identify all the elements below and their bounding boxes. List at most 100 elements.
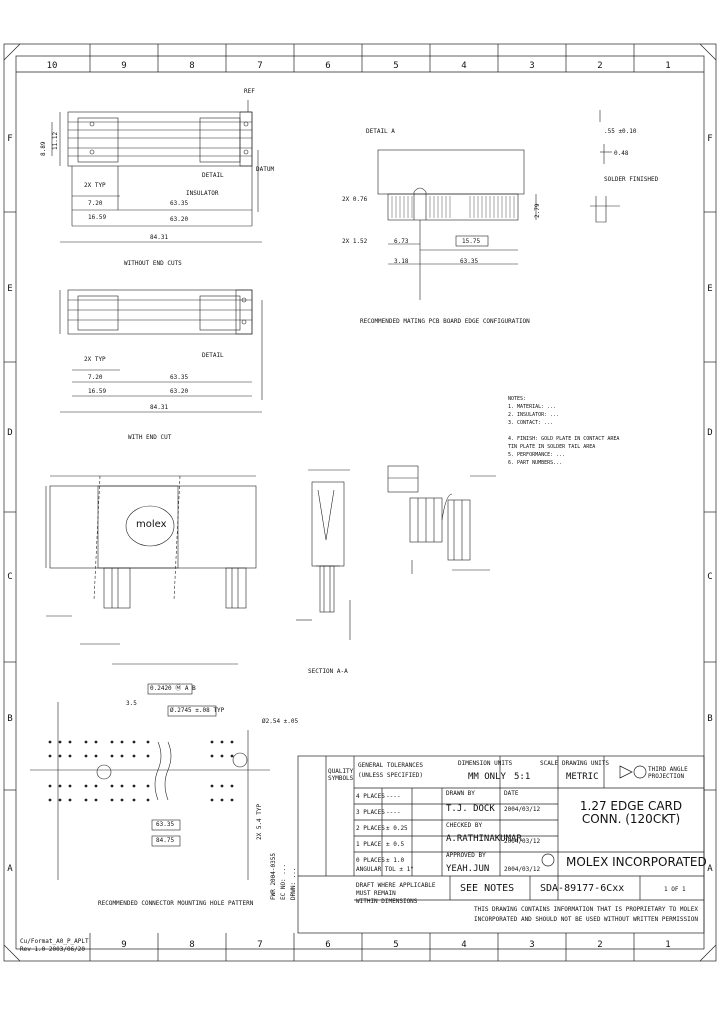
must-remain: MUST REMAIN (356, 890, 396, 897)
drawing-title: 1.27 EDGE CARD CONN. (120CKT) (579, 799, 683, 826)
note-line-5: TIN PLATE IN SOLDER TAIL AREA (508, 444, 596, 450)
zone-label-left-D: D (7, 428, 13, 438)
dimension-units: MM ONLY (468, 772, 506, 782)
zone-label-left-A: A (7, 864, 13, 874)
zone-label-top-7: 7 (257, 61, 263, 71)
tol-3: ---- (386, 809, 401, 816)
zone-label-bottom-2: 2 (597, 940, 603, 950)
pcb-dim-63-35: 63.35 (460, 258, 479, 265)
zone-label-bottom-1: 1 (665, 940, 671, 950)
dimension-units-label: DIMENSION UNITS (458, 760, 513, 767)
file-footer-2: Rev 1.0 2003/06/20 (20, 946, 86, 953)
dim-63-20: 63.20 (170, 216, 189, 223)
revision-2: EC NO: ... (280, 863, 287, 900)
hole-dim-4: 84.75 (156, 837, 175, 844)
zone-label-left-E: E (7, 284, 13, 294)
hole-dim-0: 0.2420 Ⓜ A B (150, 685, 196, 692)
pcb-dim-0-76: 2X 0.76 (342, 196, 368, 203)
front-view (45, 475, 257, 665)
sheet-number: 1 OF 1 (664, 886, 686, 893)
zone-label-right-E: E (707, 284, 713, 294)
date-label: DATE (504, 790, 519, 797)
place-4: 4 PLACES (356, 793, 385, 800)
zone-label-bottom-4: 4 (461, 940, 467, 950)
hole-dim-3: 63.35 (156, 821, 175, 828)
proprietary-line-2: INCORPORATED AND SHOULD NOT BE USED WITH… (474, 916, 698, 923)
scale-value: 5:1 (514, 772, 531, 782)
label-datum: DATUM (256, 166, 275, 173)
drawing-units: METRIC (566, 772, 599, 782)
zone-label-top-5: 5 (393, 61, 399, 71)
checked-name: A.RATHINAKUMAR (446, 834, 522, 844)
mid-dim-63-35: 63.35 (170, 374, 189, 381)
drawing-units-label: DRAWING UNITS (562, 760, 609, 767)
inner-border (15, 55, 705, 950)
zone-label-top-4: 4 (461, 61, 467, 71)
hole-dim-2: 3.5 (126, 700, 137, 707)
mid-dim-16-59: 16.59 (88, 388, 107, 395)
place-1: 1 PLACE (356, 841, 382, 848)
zone-label-right-B: B (707, 714, 713, 724)
angular-tol: ANGULAR TOL ± 1° (356, 866, 414, 873)
place-0: 0 PLACES (356, 857, 385, 864)
zone-label-right-F: F (707, 134, 713, 144)
note-line-2: 2. INSULATOR: ... (508, 412, 560, 418)
pcb-dim-15-75: 15.75 (462, 238, 481, 245)
section-view (296, 469, 351, 640)
projection: THIRD ANGLE PROJECTION (648, 766, 688, 780)
dim-16-59: 16.59 (88, 214, 107, 221)
pcb-dim-6-73: 6.73 (394, 238, 409, 245)
zone-label-top-8: 8 (189, 61, 195, 71)
drawn-name: T.J. DOCK (446, 804, 495, 814)
mid-dim-7-20: 7.20 (88, 374, 103, 381)
hole-dim-1: Ø.2745 ±.08 TYP (170, 707, 225, 714)
tol-2: ± 0.25 (386, 825, 408, 832)
mid-dim-84-31: 84.31 (150, 404, 169, 411)
label-detail: DETAIL (202, 172, 224, 179)
checked-date: 2004/03/12 (504, 838, 541, 845)
approved-by-label: APPROVED BY (446, 852, 486, 859)
quality-symbols: QUALITY SYMBOLS (328, 768, 354, 782)
tol-1: ± 0.5 (386, 841, 405, 848)
pcb-dim-1-52: 2X 1.52 (342, 238, 368, 245)
caption-with-end-cut: WITH END CUT (128, 434, 172, 441)
zone-label-bottom-3: 3 (529, 940, 535, 950)
note-line-3: 3. CONTACT: ... (508, 420, 554, 426)
hole-dim-6: Ø2.54 ±.05 (262, 718, 299, 725)
caption-without-end-cuts: WITHOUT END CUTS (124, 260, 182, 267)
molex-logo: molex (136, 519, 167, 530)
title-block (297, 755, 705, 934)
place-2: 2 PLACES (356, 825, 385, 832)
pcb-dim-2-79: 2.79 (534, 203, 541, 218)
dim-048: 0.48 (614, 150, 629, 157)
zone-label-right-D: D (707, 428, 713, 438)
zone-label-bottom-5: 5 (393, 940, 399, 950)
dim-84-31: 84.31 (150, 234, 169, 241)
zone-label-top-10: 10 (46, 61, 58, 71)
contact-detail (387, 465, 496, 574)
proprietary-line-1: THIS DRAWING CONTAINS INFORMATION THAT I… (474, 906, 698, 913)
label-detail-a: DETAIL A (366, 128, 395, 135)
see-notes: SEE NOTES (460, 883, 515, 894)
hole-dim-5: 2X 5.4 TYP (256, 803, 263, 840)
zone-label-left-C: C (7, 572, 13, 582)
note-line-1: 1. MATERIAL: ... (508, 404, 557, 410)
zone-label-bottom-9: 9 (121, 940, 127, 950)
caption-hole-pattern: RECOMMENDED CONNECTOR MOUNTING HOLE PATT… (98, 900, 254, 907)
dim-8-89: 8.89 (40, 141, 47, 156)
dim-2x-typ: 2X TYP (84, 182, 106, 189)
file-footer-1: Cu/Format_A0_P_APLT (20, 938, 89, 945)
scale-label: SCALE (540, 760, 559, 767)
zone-label-top-1: 1 (665, 61, 671, 71)
mid-dim-63-20: 63.20 (170, 388, 189, 395)
zone-label-top-9: 9 (121, 61, 127, 71)
dim-7-20: 7.20 (88, 200, 103, 207)
zone-label-bottom-7: 7 (257, 940, 263, 950)
approved-name: YEAH.JUN (446, 864, 490, 874)
within-dimensions: WITHIN DIMENSIONS (356, 898, 418, 905)
drawn-by-label: DRAWN BY (446, 790, 475, 797)
caption-pcb-edge: RECOMMENDED MATING PCB BOARD EDGE CONFIG… (360, 318, 530, 325)
revision-1: FWR 2004-0355 (270, 853, 277, 900)
label-solder-finished: SOLDER FINISHED (604, 176, 659, 183)
